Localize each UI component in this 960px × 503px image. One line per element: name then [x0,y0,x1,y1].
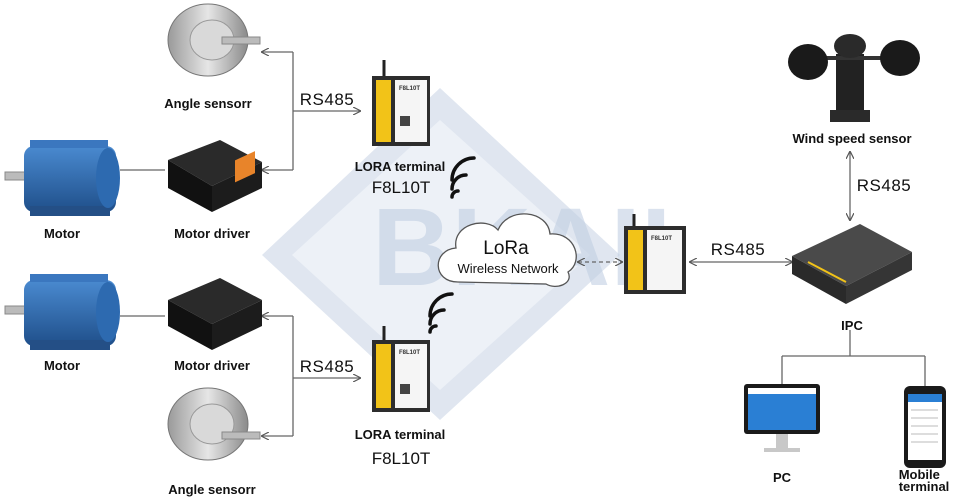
angle-sensor-bottom-label: Angle sensorr [168,482,256,497]
pc-monitor [744,384,820,452]
motor-driver-bottom-label: Motor driver [174,358,250,373]
lora-terminal-bottom-model: F8L10T [371,449,431,468]
rs485-wind-ipc-label: RS485 [856,176,912,195]
mobile-phone [904,386,946,468]
lora-gateway: F8L10T [624,214,686,294]
mobile-terminal-label-line1: Mobile [898,467,940,482]
lora-terminal-top: F8L10T [372,60,430,146]
angle-sensor-top-label: Angle sensorr [164,96,252,111]
motor-driver-bottom [168,278,262,350]
mobile-terminal-label-line2: terminal [898,479,950,494]
motor-driver-top [168,140,262,212]
angle-sensor-top [167,3,261,77]
rs485-top-label: RS485 [299,90,355,109]
device-text: F8L10T [399,350,420,356]
rs485-bottom-label: RS485 [299,357,355,376]
lora-terminal-bottom: F8L10T [372,326,430,412]
mobile-terminal-label: Mobile terminal [898,467,950,494]
lora-terminal-top-label: LORA terminal [354,159,446,174]
lora-cloud [437,213,577,287]
rs485-gateway-ipc-label: RS485 [710,240,766,259]
device-text: F8L10T [399,86,420,92]
cloud-subtitle: Wireless Network [457,261,559,276]
ipc-label: IPC [841,318,863,333]
connection-lines [120,52,926,436]
motor-top-label: Motor [43,226,81,241]
wind-speed-sensor [788,34,920,122]
lora-terminal-bottom-label: LORA terminal [354,427,446,442]
wireless-signal-icon [450,156,476,199]
motor-bottom [4,274,120,350]
angle-sensor-bottom [167,387,261,461]
wireless-signal-icon [428,292,454,334]
pc-label: PC [772,470,792,485]
ipc-device [792,224,912,304]
motor-bottom-label: Motor [43,358,81,373]
device-text: F8L10T [651,236,672,242]
cloud-title: LoRa [483,238,529,259]
motor-driver-top-label: Motor driver [174,226,250,241]
motor-top [4,140,120,216]
lora-terminal-top-model: F8L10T [371,178,431,197]
wind-speed-sensor-label: Wind speed sensor [792,131,912,146]
